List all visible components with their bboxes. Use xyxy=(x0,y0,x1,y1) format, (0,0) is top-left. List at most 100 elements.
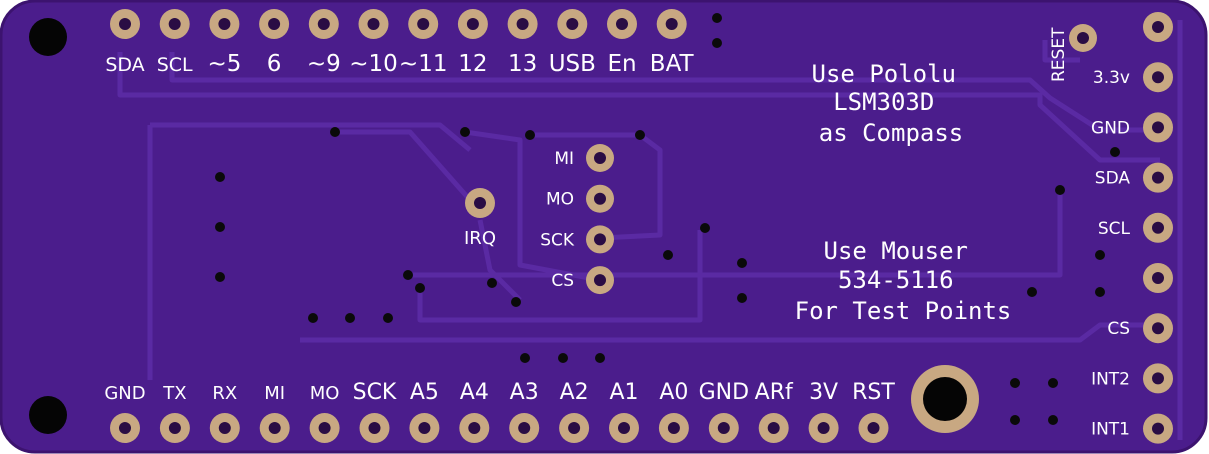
right-header-label-8: INT2 xyxy=(1091,369,1130,389)
testpoint-note-line-2: 534-5116 xyxy=(838,266,954,294)
via-16 xyxy=(487,278,497,288)
top-header-label-9: 13 xyxy=(508,51,537,77)
via-22 xyxy=(558,353,568,363)
bottom-header-pin-8-hole xyxy=(468,422,481,434)
irq-pad-hole xyxy=(474,197,486,209)
via-24 xyxy=(1010,378,1020,388)
via-3 xyxy=(330,127,340,137)
testpoint-note: Use Mouser 534-5116 For Test Points xyxy=(795,237,1012,325)
via-18 xyxy=(308,313,318,323)
spi-header-pin-3-hole xyxy=(594,233,606,246)
via-27 xyxy=(1048,415,1058,425)
via-9 xyxy=(215,272,225,282)
via-10 xyxy=(663,250,673,260)
bottom-header-pin-1-hole xyxy=(119,422,131,434)
via-32 xyxy=(1110,147,1120,157)
mount-hole-bottom-left xyxy=(29,396,67,434)
via-11 xyxy=(700,223,710,233)
compass-note-line-1: Use Pololu xyxy=(812,60,957,88)
bottom-header-label-9: A3 xyxy=(510,380,539,405)
via-6 xyxy=(635,130,645,140)
reset-pad-hole xyxy=(1077,32,1089,44)
bottom-header-pin-16-hole xyxy=(867,422,880,434)
top-header-pin-9-hole xyxy=(516,18,529,30)
right-header-label-9: INT1 xyxy=(1091,420,1130,440)
bottom-header-pin-6-hole xyxy=(368,422,381,434)
mount-hole-bottom-right xyxy=(923,377,967,421)
bottom-header-pin-15-hole xyxy=(817,422,830,434)
top-header-label-12: BAT xyxy=(650,51,695,77)
compass-note: Use Pololu LSM303D as Compass xyxy=(812,60,971,147)
top-header-label-2: SCL xyxy=(157,54,193,76)
bottom-header-label-8: A4 xyxy=(460,380,489,405)
via-26 xyxy=(1010,415,1020,425)
via-1 xyxy=(712,13,722,23)
via-4 xyxy=(460,127,470,137)
via-21 xyxy=(520,353,530,363)
top-header-label-5: ~9 xyxy=(307,51,341,77)
top-header-pin-7-hole xyxy=(417,18,430,30)
right-header-pin-4-hole xyxy=(1152,171,1164,184)
copper-traces xyxy=(117,20,1183,440)
via-7 xyxy=(215,172,225,182)
via-14 xyxy=(403,270,413,280)
compass-note-line-3: as Compass xyxy=(819,119,964,147)
bottom-header-label-13: GND xyxy=(699,380,749,405)
bottom-header-pin-11-hole xyxy=(618,422,630,434)
right-header-pin-2-hole xyxy=(1152,71,1164,84)
bottom-header-label-5: MO xyxy=(310,383,340,404)
right-header-label-2: 3.3v xyxy=(1093,68,1130,88)
top-header-label-8: 12 xyxy=(458,51,487,77)
top-header-pin-8-hole xyxy=(466,18,479,30)
bottom-header-pin-5-hole xyxy=(318,422,331,434)
right-header-label-3: GND xyxy=(1091,118,1130,138)
bottom-header-pin-10-hole xyxy=(568,422,581,434)
via-13 xyxy=(737,293,747,303)
top-header-pin-11-hole xyxy=(616,18,628,30)
right-header-pin-6-hole xyxy=(1152,272,1164,284)
via-2 xyxy=(712,38,722,48)
top-header-label-7: ~11 xyxy=(399,51,448,77)
via-8 xyxy=(215,222,225,232)
bottom-header-pin-12-hole xyxy=(667,422,680,434)
bottom-header-label-1: GND xyxy=(104,383,145,404)
right-header-pin-1-hole xyxy=(1152,21,1164,33)
top-header-label-4: 6 xyxy=(267,51,282,77)
top-header-pin-10-hole xyxy=(566,18,579,30)
via-17 xyxy=(511,297,521,307)
top-header-label-3: ~5 xyxy=(207,51,241,77)
right-header-pin-8-hole xyxy=(1152,372,1164,385)
top-header-label-1: SDA xyxy=(105,54,144,76)
mount-hole-top-left xyxy=(29,18,67,56)
via-15 xyxy=(415,283,425,293)
top-header-pin-5-hole xyxy=(317,18,330,30)
right-header-label-5: SCL xyxy=(1098,219,1131,239)
bottom-header-pin-14-hole xyxy=(767,422,780,434)
bottom-header-pin-3-hole xyxy=(218,422,231,434)
top-header-label-6: ~10 xyxy=(349,51,398,77)
compass-note-line-2: LSM303D xyxy=(833,88,934,116)
via-31 xyxy=(1055,185,1065,195)
spi-header-label-4: CS xyxy=(551,271,574,291)
via-29 xyxy=(1095,287,1105,297)
bottom-header-pin-9-hole xyxy=(518,422,531,434)
top-header-pin-2-hole xyxy=(168,18,181,30)
bottom-header-label-6: SCK xyxy=(353,380,397,405)
right-header-label-4: SDA xyxy=(1095,169,1131,189)
bottom-header-label-12: A0 xyxy=(659,380,688,405)
via-25 xyxy=(1048,378,1058,388)
spi-header-pin-1-hole xyxy=(594,152,606,164)
bottom-header-label-3: RX xyxy=(212,383,237,404)
bottom-header-pin-4-hole xyxy=(268,422,281,434)
via-12 xyxy=(737,258,747,268)
spi-header-pin-4-hole xyxy=(594,274,606,287)
bottom-header-pin-2-hole xyxy=(168,422,181,434)
top-header-label-10: USB xyxy=(549,51,596,77)
right-header-pin-5-hole xyxy=(1152,221,1164,234)
right-header-pin-3-hole xyxy=(1152,121,1164,134)
via-19 xyxy=(345,313,355,323)
